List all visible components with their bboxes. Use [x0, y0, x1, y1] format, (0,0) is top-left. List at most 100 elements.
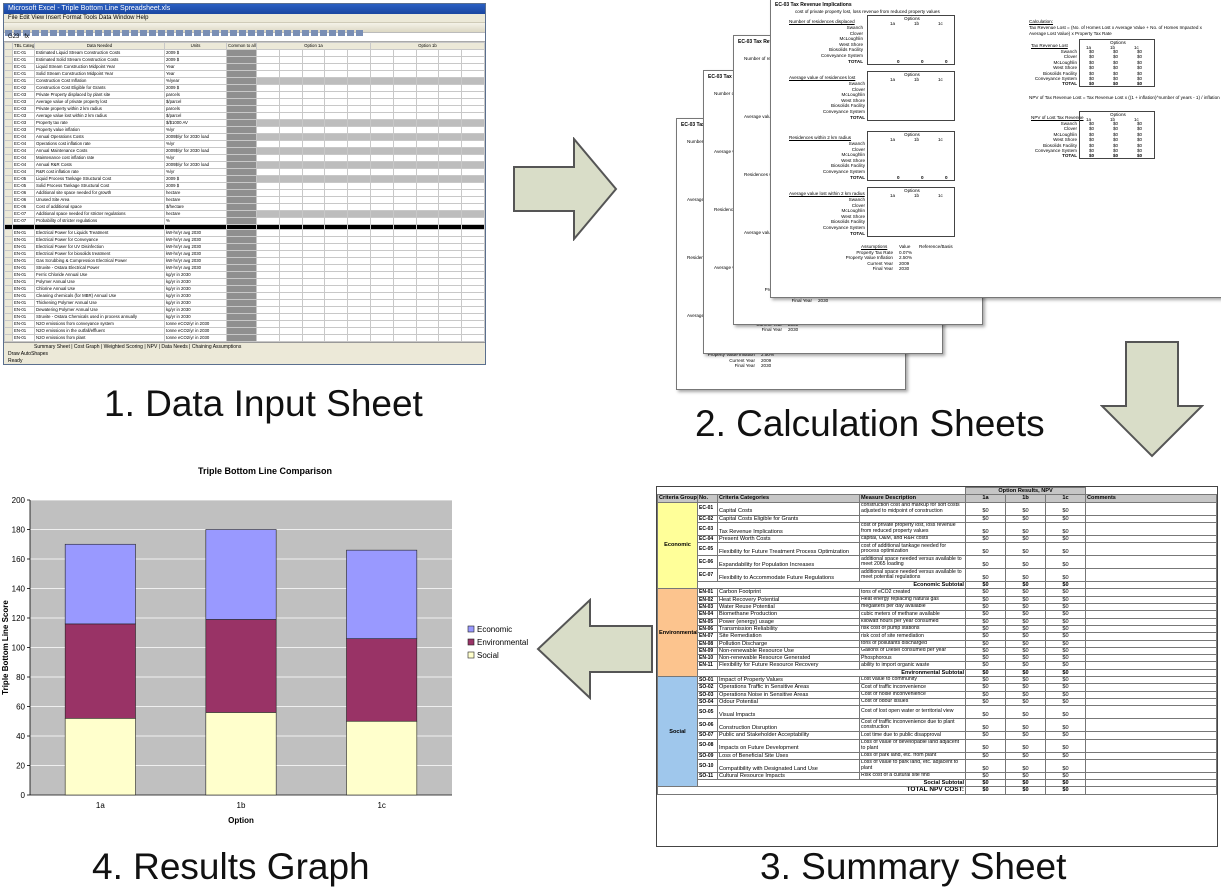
option-cell[interactable] — [461, 98, 485, 106]
option-cell[interactable] — [256, 119, 280, 127]
option-cell[interactable] — [369, 278, 394, 286]
cell[interactable]: EN-01 — [12, 334, 35, 342]
option-cell[interactable] — [461, 119, 485, 127]
option-cell[interactable] — [256, 182, 280, 190]
toolbar-button-icon[interactable] — [131, 30, 138, 36]
cell[interactable]: EC-04 — [12, 168, 35, 176]
option-cell[interactable] — [324, 84, 349, 92]
option-cell[interactable] — [256, 84, 280, 92]
option-cell[interactable] — [256, 189, 280, 197]
npv-value[interactable]: $0 — [965, 639, 1006, 648]
npv-value[interactable]: $0 — [965, 697, 1006, 707]
option-cell[interactable] — [347, 91, 371, 99]
option-cell[interactable] — [438, 77, 463, 85]
option-cell[interactable] — [438, 285, 463, 293]
npv-value[interactable]: $0 — [1005, 521, 1046, 536]
option-cell[interactable] — [415, 56, 440, 64]
npv-value[interactable]: $0 — [1044, 542, 1087, 557]
cell[interactable]: EN-01 — [12, 285, 35, 293]
comments-cell[interactable] — [1085, 568, 1217, 583]
toolbar-button-icon[interactable] — [176, 30, 183, 36]
option-cell[interactable] — [438, 236, 463, 244]
cell[interactable]: 2009$/yr for 2030 load — [164, 147, 227, 155]
npv-value[interactable]: $0 — [1005, 595, 1046, 605]
cell[interactable]: EN-01 — [12, 292, 35, 300]
option-cell[interactable] — [278, 182, 303, 190]
option-cell[interactable] — [392, 84, 417, 92]
option-cell[interactable] — [278, 217, 303, 225]
option-cell[interactable] — [347, 217, 371, 225]
option-cell[interactable] — [392, 91, 417, 99]
option-cell[interactable] — [461, 306, 485, 314]
cell[interactable]: Average value of private property lost — [34, 98, 165, 106]
option-cell[interactable] — [392, 236, 417, 244]
option-cell[interactable] — [347, 133, 371, 141]
option-cell[interactable] — [392, 126, 417, 134]
option-cell[interactable] — [369, 306, 394, 314]
option-cell[interactable] — [438, 161, 463, 169]
option-cell[interactable] — [278, 313, 303, 321]
option-cell[interactable] — [461, 133, 485, 141]
option-cell[interactable] — [461, 250, 485, 258]
option-cell[interactable] — [392, 203, 417, 211]
cell[interactable]: $/hectare — [164, 203, 227, 211]
npv-value[interactable]: $0 — [1044, 683, 1087, 692]
option-cell[interactable] — [324, 175, 349, 183]
common-cell[interactable] — [226, 56, 257, 64]
option-cell[interactable] — [324, 77, 349, 85]
option-cell[interactable] — [461, 243, 485, 251]
option-cell[interactable] — [369, 63, 394, 71]
option-cell[interactable] — [347, 306, 371, 314]
option-cell[interactable] — [256, 334, 280, 342]
option-cell[interactable] — [301, 154, 326, 162]
option-cell[interactable] — [256, 236, 280, 244]
comments-cell[interactable] — [1085, 534, 1217, 544]
option-cell[interactable] — [369, 189, 394, 197]
comments-cell[interactable] — [1085, 705, 1217, 720]
cell[interactable]: Electrical Power for UV Disinfection — [34, 243, 165, 251]
npv-value[interactable]: $0 — [1044, 610, 1087, 619]
cell[interactable]: EC-01 — [12, 63, 35, 71]
option-cell[interactable] — [324, 49, 349, 57]
option-cell[interactable] — [278, 126, 303, 134]
option-cell[interactable] — [369, 140, 394, 148]
option-cell[interactable] — [324, 285, 349, 293]
option-cell[interactable] — [369, 313, 394, 321]
cell[interactable]: kW-hr/yr avg 2030 — [164, 236, 227, 244]
option-cell[interactable] — [347, 299, 371, 307]
option-cell[interactable] — [392, 77, 417, 85]
option-cell[interactable] — [278, 327, 303, 335]
option-cell[interactable] — [415, 299, 440, 307]
option-cell[interactable] — [256, 147, 280, 155]
toolbar-button-icon[interactable] — [140, 30, 147, 36]
cell[interactable]: $/parcel — [164, 112, 227, 120]
cell[interactable]: tonne eCO2/yr in 2030 — [164, 320, 227, 328]
option-cell[interactable] — [461, 161, 485, 169]
cell[interactable]: Liquid Stream Construction Midpoint Year — [34, 63, 165, 71]
option-cell[interactable] — [347, 140, 371, 148]
option-cell[interactable] — [415, 196, 440, 204]
option-cell[interactable] — [301, 217, 326, 225]
option-cell[interactable] — [415, 320, 440, 328]
option-cell[interactable] — [438, 168, 463, 176]
option-cell[interactable] — [347, 77, 371, 85]
cell[interactable]: N2O emissions from plant — [34, 334, 165, 342]
option-cell[interactable] — [347, 203, 371, 211]
toolbar-button-icon[interactable] — [284, 30, 291, 36]
option-cell[interactable] — [415, 70, 440, 78]
npv-value[interactable]: $0 — [965, 705, 1006, 720]
option-cell[interactable] — [301, 243, 326, 251]
cell[interactable]: Polymer Annual Use — [34, 278, 165, 286]
option-cell[interactable] — [301, 91, 326, 99]
cell[interactable]: EC-04 — [12, 140, 35, 148]
option-cell[interactable] — [347, 229, 371, 237]
option-cell[interactable] — [301, 63, 326, 71]
option-cell[interactable] — [347, 105, 371, 113]
cell[interactable]: Maintenance cost inflation rate — [34, 154, 165, 162]
option-cell[interactable] — [392, 285, 417, 293]
cell[interactable]: tonne eCO2/yr in 2030 — [164, 334, 227, 342]
npv-value[interactable]: $0 — [965, 603, 1006, 612]
toolbar-button-icon[interactable] — [158, 30, 165, 36]
option-cell[interactable] — [347, 168, 371, 176]
option-cell[interactable] — [324, 236, 349, 244]
